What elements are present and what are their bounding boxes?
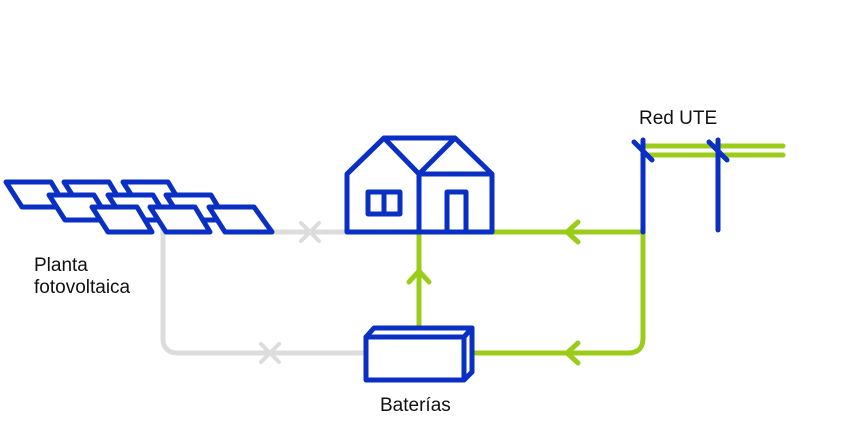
solar-plant-label-line2: fotovoltaica [34,277,131,298]
power-pole-icon [706,137,730,233]
power-pole-icon [631,137,655,235]
active-lines [416,143,786,356]
arrow-icon [406,268,432,285]
battery-icon [363,325,475,383]
solar-plant-label-line1: Planta [34,255,88,276]
arrow-icon [564,219,581,245]
solar-to-battery-line [160,222,369,356]
inactive-lines [160,222,369,356]
moon-icon [137,34,173,106]
grid-label: Red UTE [639,108,718,129]
cross-icon [299,221,321,243]
grid-to-battery-line [469,229,646,356]
cross-icon [259,342,281,364]
solar-panels-icon [3,179,275,235]
batteries-label: Baterías [380,395,451,416]
solar-plant-label: Planta fotovoltaica [34,255,130,299]
house-icon [344,135,495,235]
arrow-icon [564,340,581,366]
